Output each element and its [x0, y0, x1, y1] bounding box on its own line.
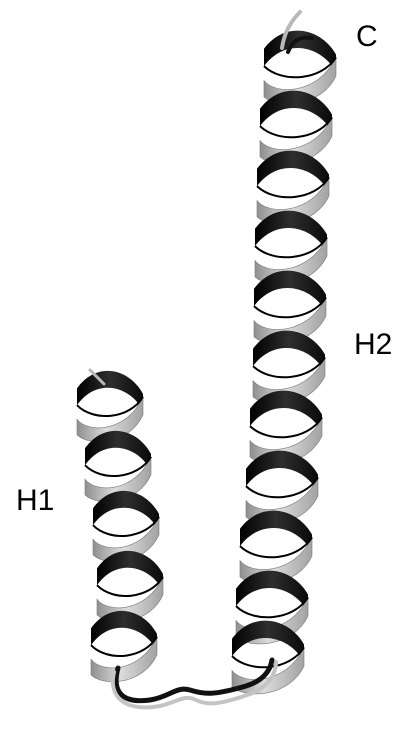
helix-2-label: H2 — [354, 330, 392, 360]
helix-1-ribbon — [77, 371, 163, 682]
helix-1-label: H1 — [16, 486, 54, 516]
helix-1-turn-5-light-face — [91, 637, 157, 682]
helix-1-turn-1-dark-face — [77, 371, 143, 411]
helix-2-ribbon — [232, 31, 336, 694]
c-terminus-label: C — [356, 22, 378, 52]
